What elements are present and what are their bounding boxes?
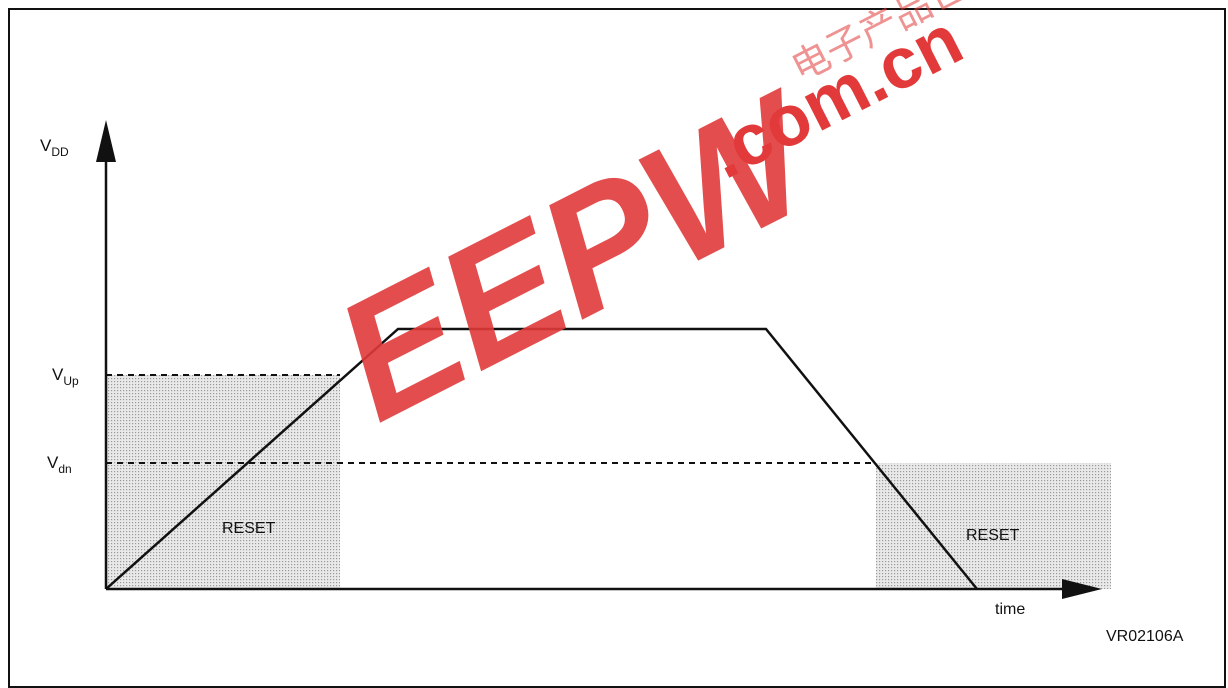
figure-code: VR02106A (1106, 628, 1184, 645)
y-axis-label: VDD (40, 136, 69, 159)
reset-label-left: RESET (222, 520, 276, 537)
x-axis-arrowhead (1062, 579, 1102, 599)
reset-region-right (876, 463, 1111, 589)
vdn-label: Vdn (47, 453, 72, 476)
x-axis-label: time (995, 601, 1025, 618)
vup-label: VUp (52, 365, 79, 388)
y-axis-arrowhead (96, 120, 116, 162)
vdd-waveform (105, 327, 978, 590)
reset-label-right: RESET (966, 527, 1020, 544)
